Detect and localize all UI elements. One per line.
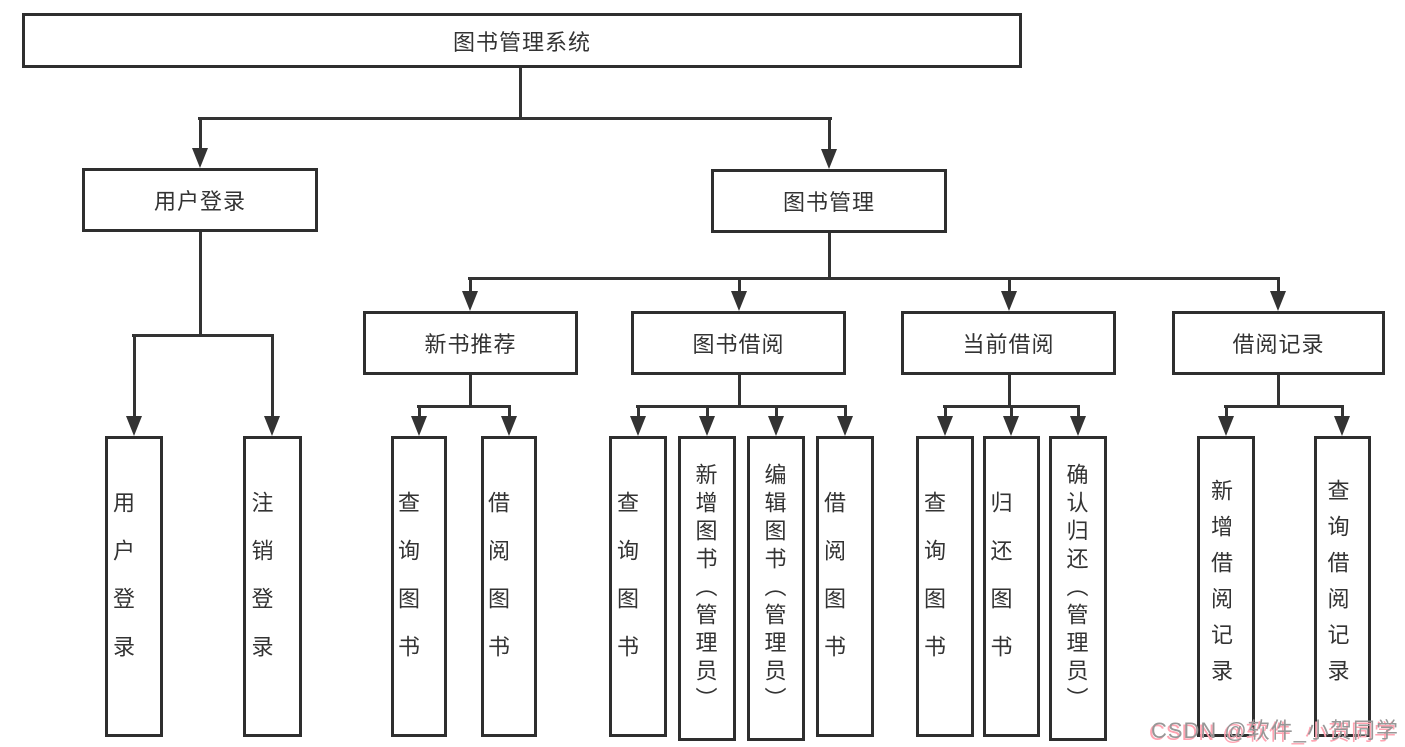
tree-connector (737, 278, 741, 293)
leaf-label: 查询图书 (921, 490, 946, 683)
arrowhead-icon (1270, 291, 1286, 311)
node-label: 新书推荐 (424, 332, 517, 357)
tree-connector (132, 333, 274, 337)
arrowhead-icon (1218, 416, 1234, 436)
leaf-borrow-books-borrowing: 借阅图书 (816, 436, 874, 737)
leaf-add-borrow-record: 新增借阅记录 (1197, 436, 1255, 737)
arrowhead-icon (837, 416, 853, 436)
leaf-label: 编辑图书（管理员） (761, 462, 787, 715)
leaf-query-borrow-record: 查询借阅记录 (1314, 436, 1371, 737)
leaf-label: 注销登录 (248, 490, 274, 683)
arrowhead-icon (411, 416, 427, 436)
tree-connector (270, 335, 274, 418)
arrowhead-icon (264, 416, 280, 436)
tree-connector (198, 118, 202, 150)
leaf-return-books: 归还图书 (983, 436, 1040, 737)
arrowhead-icon (462, 291, 478, 311)
leaf-label: 借阅图书 (821, 490, 846, 683)
tree-connector (827, 233, 831, 278)
leaf-add-books-admin: 新增图书（管理员） (678, 436, 736, 741)
tree-connector (636, 406, 640, 418)
leaf-label: 查询图书 (614, 490, 639, 683)
tree-connector (1224, 404, 1344, 408)
leaf-user-login: 用户登录 (105, 436, 163, 737)
tree-connector (1224, 406, 1228, 418)
node-label: 用户登录 (153, 189, 246, 214)
leaf-edit-books-admin: 编辑图书（管理员） (747, 436, 805, 741)
leaf-borrow-books-recommend: 借阅图书 (481, 436, 537, 737)
tree-connector (507, 406, 511, 418)
node-borrow-records: 借阅记录 (1172, 311, 1385, 375)
leaf-label: 查询借阅记录 (1324, 478, 1350, 695)
arrowhead-icon (192, 148, 208, 168)
arrowhead-icon (699, 416, 715, 436)
tree-connector (1276, 278, 1280, 293)
leaf-label: 新增借阅记录 (1208, 478, 1233, 695)
tree-connector (1007, 375, 1011, 406)
tree-connector (519, 68, 522, 118)
leaf-logout-login: 注销登录 (243, 436, 302, 737)
arrowhead-icon (1070, 416, 1086, 436)
tree-connector (943, 406, 947, 418)
tree-connector (468, 276, 1280, 280)
leaf-label: 借阅图书 (485, 490, 510, 683)
leaf-label: 新增图书（管理员） (692, 462, 718, 715)
leaf-query-books-borrowing: 查询图书 (609, 436, 667, 737)
arrowhead-icon (1334, 416, 1350, 436)
leaf-label: 查询图书 (395, 490, 420, 683)
tree-connector (468, 375, 472, 406)
arrowhead-icon (126, 416, 142, 436)
tree-connector (636, 404, 847, 408)
tree-connector (737, 375, 741, 406)
tree-connector (417, 406, 421, 418)
node-book-borrowing: 图书借阅 (631, 311, 846, 375)
tree-connector (843, 406, 847, 418)
arrowhead-icon (1003, 416, 1019, 436)
arrowhead-icon (768, 416, 784, 436)
tree-connector (198, 232, 202, 335)
node-label: 当前借阅 (962, 332, 1055, 357)
tree-connector (1340, 406, 1344, 418)
leaf-label: 归还图书 (987, 490, 1013, 683)
watermark: CSDN @软件_小贺同学 (1150, 718, 1399, 743)
leaf-confirm-return-admin: 确认归还（管理员） (1049, 436, 1107, 741)
tree-connector (705, 406, 709, 418)
arrowhead-icon (630, 416, 646, 436)
tree-connector (1007, 278, 1011, 293)
arrowhead-icon (937, 416, 953, 436)
tree-connector (1276, 375, 1280, 406)
leaf-query-books-current: 查询图书 (916, 436, 974, 737)
tree-connector (198, 116, 832, 120)
tree-connector (468, 278, 472, 293)
arrowhead-icon (731, 291, 747, 311)
node-label: 图书管理 (782, 190, 875, 215)
tree-connector (1076, 406, 1080, 418)
node-label: 图书管理系统 (452, 29, 591, 55)
leaf-query-books-recommend: 查询图书 (391, 436, 447, 737)
arrowhead-icon (501, 416, 517, 436)
leaf-label: 用户登录 (110, 490, 135, 683)
arrowhead-icon (821, 149, 837, 169)
tree-connector (827, 118, 831, 151)
tree-connector (1009, 406, 1013, 418)
node-book-management: 图书管理 (711, 169, 947, 233)
node-current-borrowing: 当前借阅 (901, 311, 1116, 375)
tree-connector (132, 335, 136, 418)
node-library-management-system: 图书管理系统 (22, 13, 1022, 68)
node-label: 图书借阅 (692, 332, 785, 357)
node-label: 借阅记录 (1232, 332, 1325, 357)
tree-connector (417, 404, 511, 408)
tree-connector (774, 406, 778, 418)
node-new-book-recommend: 新书推荐 (363, 311, 578, 375)
leaf-label: 确认归还（管理员） (1063, 462, 1089, 715)
node-user-login: 用户登录 (82, 168, 318, 232)
arrowhead-icon (1001, 291, 1017, 311)
